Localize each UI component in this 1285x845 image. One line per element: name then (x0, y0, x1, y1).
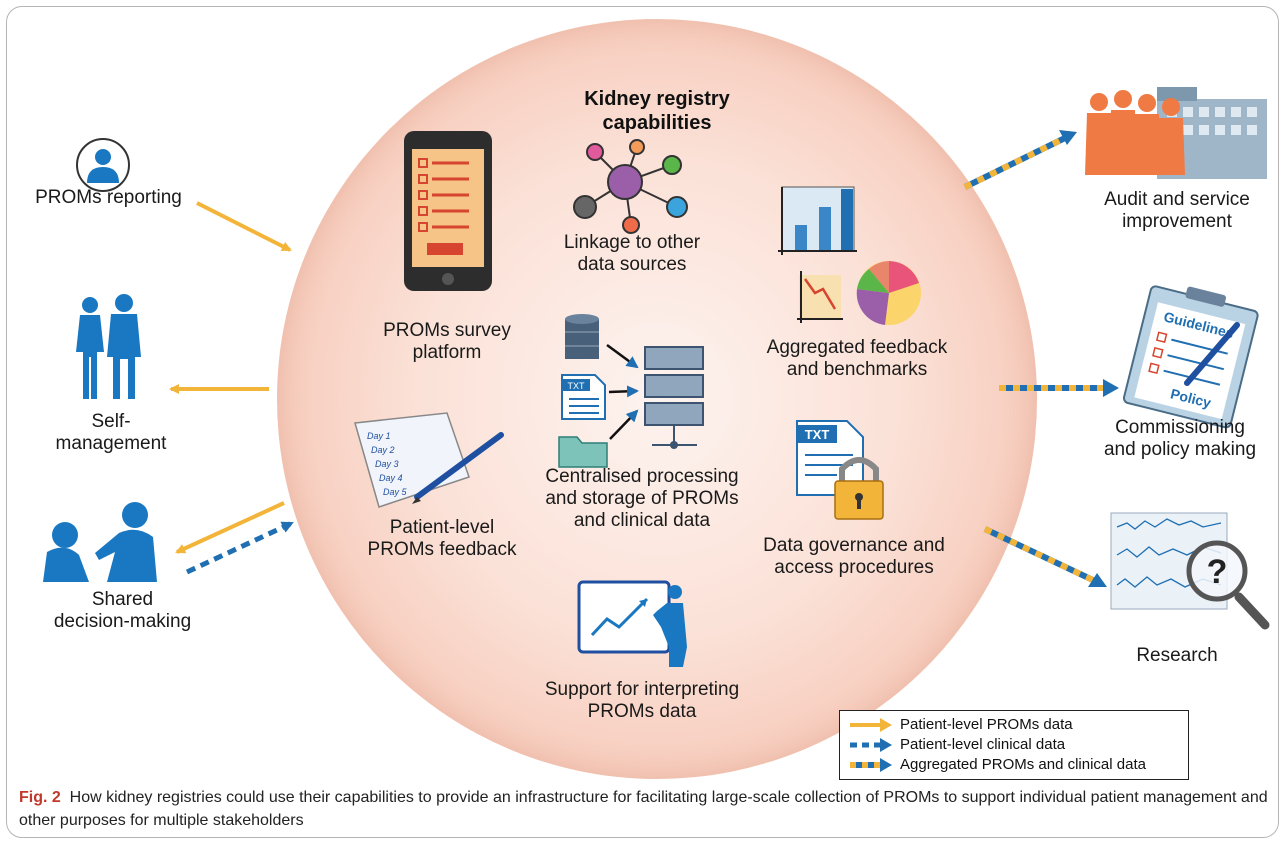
guidelines-clipboard-icon: Guidelines Policy (1122, 285, 1259, 429)
arrow-research (983, 526, 1107, 587)
label-aggregated: Aggregated feedback and benchmarks (766, 337, 948, 380)
server-rack-icon (644, 346, 704, 449)
registry-title: Kidney registry capabilities (584, 88, 730, 134)
legend-dashed-blue-arrow-icon (850, 738, 892, 752)
diagram-graphics: TXT Day 1 Day 2 Day 3 Day 4 (43, 87, 1270, 667)
caption-text: How kidney registries could use their ca… (19, 789, 1268, 829)
document-lock-icon: TXT (796, 420, 884, 520)
label-governance: Data governance and access procedures (763, 535, 945, 578)
diary-line-4: Day 4 (379, 473, 403, 483)
legend-striped-arrow-icon (850, 758, 892, 772)
label-proms-reporting: PROMs reporting (35, 187, 182, 208)
legend-solid-orange-arrow-icon (850, 718, 892, 732)
diary-line-5: Day 5 (383, 487, 408, 497)
arrow-commissioning (999, 379, 1119, 397)
label-interpreting: Support for interpreting PROMs data (544, 679, 740, 722)
database-icon (565, 314, 599, 359)
network-linkage-icon (573, 139, 688, 234)
stakeholders-building-icon (1085, 87, 1267, 179)
figure-caption: Fig. 2 How kidney registries could use t… (19, 786, 1269, 832)
presentation-icon (577, 580, 687, 667)
label-shared-decision: Shared decision-making (53, 589, 192, 632)
txt-label-small: TXT (568, 381, 586, 391)
label-self-management: Self- management (55, 411, 167, 454)
label-centralised: Centralised processing and storage of PR… (545, 466, 739, 531)
patient-avatar-icon (76, 138, 130, 192)
research-magnifier-icon: ? (1110, 512, 1270, 630)
legend-label: Patient-level PROMs data (900, 716, 1073, 733)
diary-line-2: Day 2 (371, 445, 395, 455)
phone-survey-icon (404, 131, 492, 291)
down-trend-icon (797, 271, 843, 323)
label-survey-platform: PROMs survey platform (383, 320, 511, 363)
label-commissioning: Commissioning and policy making (1103, 417, 1257, 460)
txt-file-icon: TXT (561, 374, 606, 420)
txt-label-large: TXT (805, 427, 830, 442)
arrow-audit (963, 130, 1077, 190)
couple-icon (76, 294, 141, 399)
arrows-to-server (606, 343, 639, 440)
diary-pen-icon: Day 1 Day 2 Day 3 Day 4 Day 5 (354, 412, 504, 508)
label-audit: Audit and service improvement (1104, 189, 1250, 232)
arrow-shared-decision-orange (175, 501, 285, 554)
arrow-proms-reporting (196, 201, 292, 252)
legend-label: Patient-level clinical data (900, 736, 1066, 753)
label-research: Research (1136, 645, 1218, 666)
caption-fig-label: Fig. 2 (19, 789, 61, 806)
question-mark: ? (1207, 553, 1228, 591)
shared-decision-icon (43, 502, 157, 582)
label-linkage: Linkage to other data sources (563, 232, 701, 275)
figure-frame: Kidney registry capabilities (6, 6, 1279, 838)
diary-line-3: Day 3 (375, 459, 399, 469)
folder-icon (558, 436, 608, 468)
legend: Patient-level PROMs data Patient-level c… (839, 710, 1189, 780)
diary-line-1: Day 1 (367, 431, 391, 441)
legend-label: Aggregated PROMs and clinical data (900, 756, 1146, 773)
label-patient-feedback: Patient-level PROMs feedback (367, 517, 517, 560)
pie-chart-icon (856, 261, 921, 325)
bar-chart-icon (778, 186, 857, 255)
arrow-shared-decision-blue (185, 520, 294, 575)
